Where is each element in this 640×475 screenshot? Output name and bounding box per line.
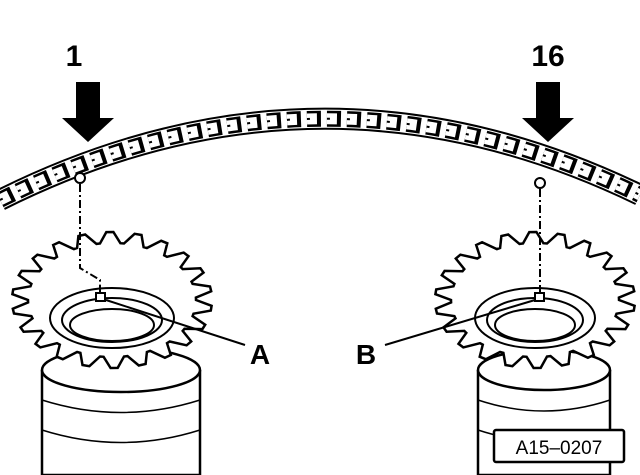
- marker-label-1: 1: [66, 40, 83, 73]
- right-hub: [474, 287, 596, 349]
- figure-reference: A15–0207: [516, 438, 603, 459]
- alignment-line-left: [79, 184, 101, 295]
- callout-label-a: A: [250, 339, 270, 370]
- chain-mark-left: [74, 172, 86, 184]
- marker-label-16: 16: [531, 40, 564, 73]
- arrow-down-icon: [62, 82, 114, 142]
- left-camshaft: [40, 346, 202, 475]
- sprocket-mark-a: [95, 292, 106, 302]
- arrow-down-icon: [522, 82, 574, 142]
- chain-mark-right: [534, 177, 546, 189]
- left-hub: [49, 287, 175, 349]
- sprocket-mark-b: [534, 292, 545, 302]
- callout-label-b: B: [356, 339, 376, 370]
- timing-chain: [0, 107, 640, 210]
- figure-reference-box: A15–0207: [492, 428, 626, 464]
- callout-line-b: [384, 299, 536, 346]
- callout-line-a: [105, 299, 246, 346]
